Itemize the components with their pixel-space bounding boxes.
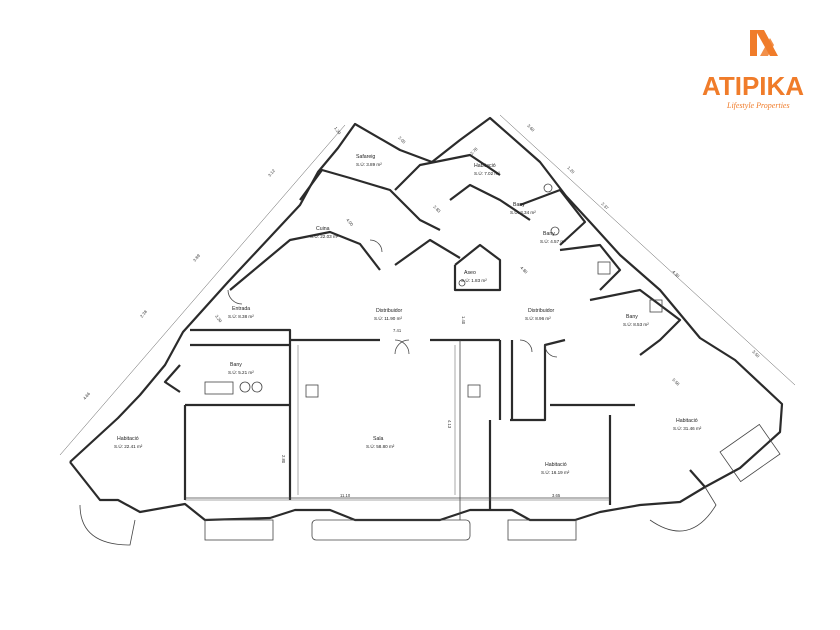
room-name: Bany [543, 231, 555, 237]
room-area: S.Ú: 8.53 m² [623, 321, 649, 327]
dimension-label: 4.30 [671, 269, 681, 279]
dimension-label: 1.40 [461, 316, 466, 325]
brand-logo-mark-icon [750, 30, 778, 56]
room-bany-1: Bany S.Ú: 3.34 m² [510, 202, 536, 215]
dimension-label: 4.80 [519, 265, 529, 275]
room-area: S.Ú: 11.90 m² [374, 315, 402, 321]
room-entrada: Entrada S.Ú: 8.38 m² [228, 306, 254, 319]
room-distribuidor-2: Distribuidor S.Ú: 8.96 m² [525, 308, 555, 321]
room-name: Habitació [117, 436, 139, 442]
room-name: Distribuidor [376, 308, 403, 314]
dimension-label: 2.83 [432, 204, 442, 214]
dimension-label: 2.78 [469, 146, 479, 156]
room-sala: Sala S.Ú: 58.80 m² [366, 436, 395, 449]
dimension-label: 2.37 [600, 201, 610, 211]
room-area: S.Ú: 58.80 m² [366, 443, 395, 449]
room-name: Bany [513, 202, 525, 208]
dimension-lines [59, 114, 796, 501]
room-area: S.Ú: 3.89 m² [356, 161, 382, 167]
dimension-label: 4.66 [82, 391, 92, 401]
room-area: S.Ú: 31.46 m² [673, 425, 702, 431]
room-habitacio-right: Habitació S.Ú: 31.46 m² [673, 418, 702, 431]
room-habitacio-mid: Habitació S.Ú: 16.19 m² [541, 462, 570, 475]
dimension-label: 3.89 [192, 253, 202, 263]
dimension-label: 7.41 [393, 328, 402, 333]
room-name: Habitació [474, 163, 496, 169]
room-name: Distribuidor [528, 308, 555, 314]
dimension-label: 2.80 [281, 455, 286, 464]
room-name: Bany [230, 362, 242, 368]
dimension-label: 2.05 [397, 135, 407, 145]
room-area: S.Ú: 7.02 m² [474, 170, 500, 176]
room-area: S.Ú: 8.96 m² [525, 315, 551, 321]
brand-name: ATIPIKA [702, 71, 804, 101]
room-name: Aseo [464, 270, 476, 276]
room-area: S.Ú: 3.34 m² [510, 209, 536, 215]
dimension-label: 4.13 [447, 420, 452, 429]
room-name: Safareig [356, 154, 375, 160]
room-area: S.Ú: 22.03 m² [310, 233, 339, 239]
room-cuina: Cuina S.Ú: 22.03 m² [310, 226, 339, 239]
room-labels: Safareig S.Ú: 3.89 m² Habitació S.Ú: 7.0… [114, 154, 702, 475]
room-area: S.Ú: 4.57 m² [540, 238, 566, 244]
dimension-label: 1.20 [566, 165, 576, 175]
room-bany-4: Bany S.Ú: 5.21 m² [228, 362, 254, 375]
room-name: Cuina [316, 226, 330, 232]
dimension-label: 3.12 [267, 168, 277, 178]
dimension-labels: 1.30 2.05 3.12 3.60 2.78 1.20 2.37 4.30 … [82, 123, 761, 498]
room-name: Sala [373, 436, 383, 442]
room-bany-3: Bany S.Ú: 8.53 m² [623, 314, 649, 327]
room-aseo: Aseo S.Ú: 1.83 m² [461, 270, 487, 283]
walls [69, 116, 784, 546]
brand-logo: ATIPIKA Lifestyle Properties [702, 30, 804, 110]
room-area: S.Ú: 16.19 m² [541, 469, 570, 475]
room-name: Habitació [545, 462, 567, 468]
room-habitacio-left: Habitació S.Ú: 22.41 m² [114, 436, 143, 449]
dimension-label: 11.10 [340, 493, 351, 498]
room-safareig: Safareig S.Ú: 3.89 m² [356, 154, 382, 167]
dimension-label: 5.56 [671, 377, 681, 387]
dimension-label: 1.30 [333, 126, 342, 136]
room-name: Bany [626, 314, 638, 320]
dimension-label: 3.65 [552, 493, 561, 498]
room-area: S.Ú: 5.21 m² [228, 369, 254, 375]
room-name: Entrada [232, 306, 250, 312]
room-bany-2: Bany S.Ú: 4.57 m² [540, 231, 566, 244]
room-area: S.Ú: 8.38 m² [228, 313, 254, 319]
dimension-label: 3.60 [526, 123, 536, 133]
room-distribuidor-1: Distribuidor S.Ú: 11.90 m² [374, 308, 403, 321]
brand-tagline: Lifestyle Properties [726, 101, 790, 110]
dimension-label: 4.00 [345, 217, 355, 227]
room-area: S.Ú: 22.41 m² [114, 443, 143, 449]
room-area: S.Ú: 1.83 m² [461, 277, 487, 283]
room-habitacio-top: Habitació S.Ú: 7.02 m² [474, 163, 500, 176]
dimension-label: 3.50 [751, 349, 761, 359]
room-name: Habitació [676, 418, 698, 424]
dimension-label: 2.38 [139, 309, 149, 319]
dimension-label: 3.20 [214, 314, 223, 324]
